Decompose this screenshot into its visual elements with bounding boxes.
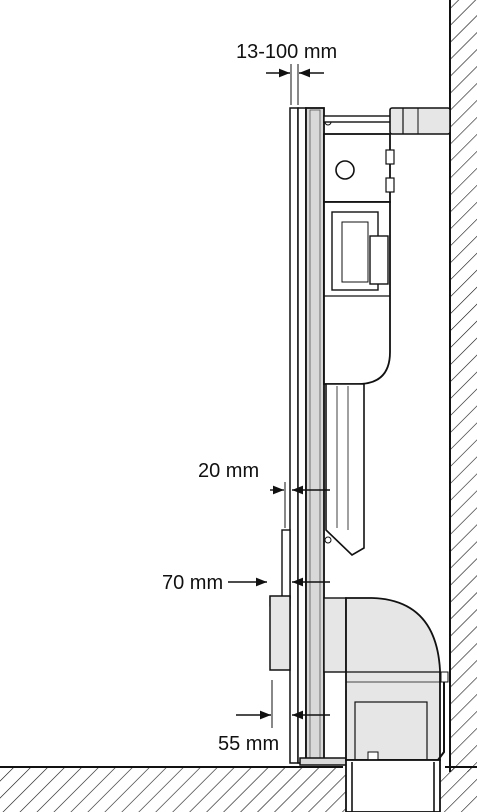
- dimension-label-upper-offset: 20 mm: [198, 460, 259, 482]
- dimension-label-middle-offset: 70 mm: [162, 572, 223, 594]
- dimension-middle-offset: 70 mm: [162, 572, 330, 594]
- dimension-top-gap: 13-100 mm: [236, 41, 337, 105]
- dimension-label-lower-offset: 55 mm: [218, 733, 279, 755]
- dimension-label-top-gap: 13-100 mm: [236, 41, 337, 63]
- wall-right: [449, 0, 477, 772]
- wall-cladding: [289, 107, 307, 764]
- dimension-upper-offset: 20 mm: [198, 460, 330, 528]
- flush-pipe: [325, 383, 365, 556]
- drain-bend: [269, 595, 449, 812]
- wall-anchor: [323, 107, 451, 135]
- dimension-lower-offset: 55 mm: [218, 680, 330, 755]
- connection-studs: [269, 529, 291, 607]
- cistern: [323, 133, 395, 385]
